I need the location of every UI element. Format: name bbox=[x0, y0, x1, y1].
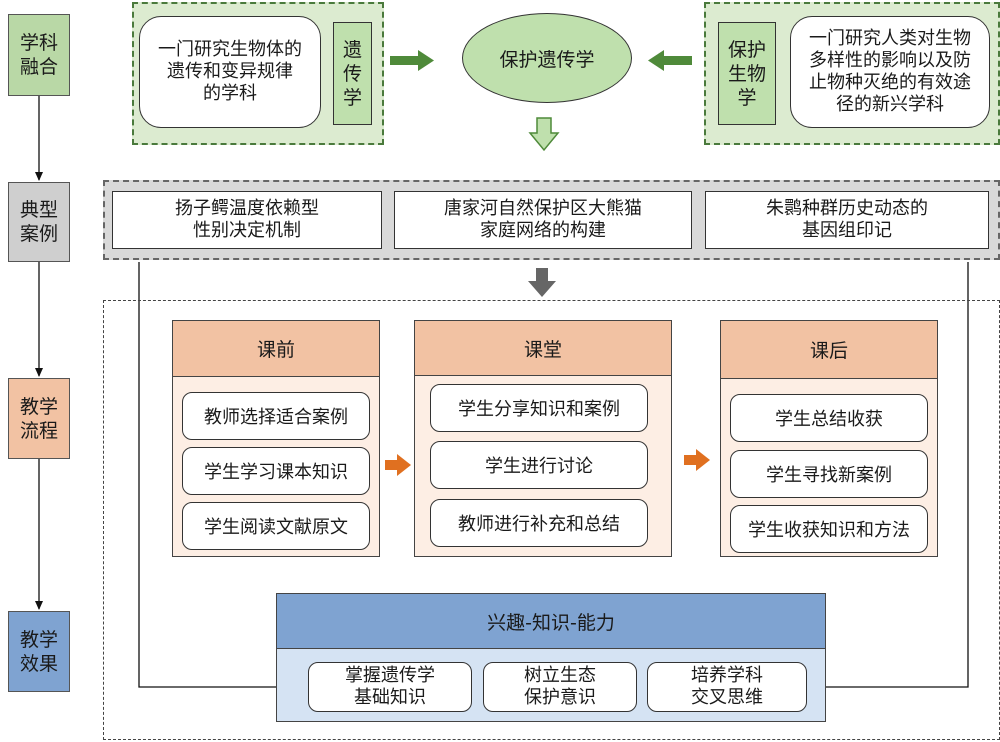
panel-after-class: 课后 学生总结收获 学生寻找新案例 学生收获知识和方法 bbox=[720, 320, 938, 557]
panel-in-class: 课堂 学生分享知识和案例 学生进行讨论 教师进行补充和总结 bbox=[414, 320, 672, 557]
outcome-knowledge: 掌握遗传学 基础知识 bbox=[308, 662, 472, 712]
case-to-outcome-left-line bbox=[138, 262, 304, 691]
conservation-biology-description-text: 一门研究人类对生物 多样性的影响以及防 止物种灭绝的有效途 径的新兴学科 bbox=[809, 28, 971, 115]
outcome-awareness-text: 树立生态 保护意识 bbox=[524, 665, 596, 708]
outcome-thinking: 培养学科 交叉思维 bbox=[647, 662, 807, 712]
step-before-2: 学生学习课本知识 bbox=[182, 447, 370, 495]
case-ibis-text: 朱鹮种群历史动态的 基因组印记 bbox=[766, 198, 928, 241]
panel-before-class: 课前 教师选择适合案例 学生学习课本知识 学生阅读文献原文 bbox=[172, 320, 380, 557]
outcome-knowledge-text: 掌握遗传学 基础知识 bbox=[345, 665, 435, 708]
step-during-3-text: 教师进行补充和总结 bbox=[458, 514, 620, 535]
case-panda: 唐家河自然保护区大熊猫 家庭网络的构建 bbox=[394, 191, 692, 249]
case-alligator-text: 扬子鳄温度依赖型 性别决定机制 bbox=[175, 198, 319, 241]
stage-cases: 典型 案例 bbox=[8, 182, 70, 262]
effect-title: 兴趣-知识-能力 bbox=[277, 594, 825, 649]
case-ibis: 朱鹮种群历史动态的 基因组印记 bbox=[705, 191, 989, 249]
genetics-tag-text: 遗 传 学 bbox=[342, 38, 362, 109]
effect-title-text: 兴趣-知识-能力 bbox=[487, 611, 615, 634]
step-during-2-text: 学生进行讨论 bbox=[485, 456, 593, 477]
step-after-1: 学生总结收获 bbox=[730, 394, 928, 442]
stage-fusion-label: 学科 融合 bbox=[19, 32, 58, 78]
orange-arrow-1 bbox=[385, 454, 411, 476]
gray-arrow-down bbox=[528, 268, 556, 297]
step-during-2: 学生进行讨论 bbox=[430, 441, 648, 489]
stage-process: 教学 流程 bbox=[8, 378, 70, 459]
outcome-thinking-text: 培养学科 交叉思维 bbox=[691, 665, 763, 708]
step-during-1: 学生分享知识和案例 bbox=[430, 384, 648, 432]
panel-in-class-title: 课堂 bbox=[415, 321, 671, 376]
conservation-biology-tag-text: 保护 生物 学 bbox=[727, 38, 766, 109]
conservation-biology-description: 一门研究人类对生物 多样性的影响以及防 止物种灭绝的有效途 径的新兴学科 bbox=[790, 16, 990, 128]
step-before-3-text: 学生阅读文献原文 bbox=[204, 517, 348, 538]
step-before-1: 教师选择适合案例 bbox=[182, 392, 370, 440]
green-arrow-down bbox=[528, 117, 560, 152]
genetics-description: 一门研究生物体的 遗传和变异规律 的学科 bbox=[139, 16, 321, 128]
orange-arrow-2 bbox=[684, 449, 710, 471]
step-after-1-text: 学生总结收获 bbox=[775, 409, 883, 430]
panel-before-class-title-text: 课前 bbox=[256, 339, 295, 361]
step-before-3: 学生阅读文献原文 bbox=[182, 502, 370, 550]
conservation-genetics-oval: 保护遗传学 bbox=[462, 13, 632, 103]
stage-effect-label: 教学 效果 bbox=[19, 628, 58, 675]
genetics-tag: 遗 传 学 bbox=[333, 22, 372, 125]
panel-in-class-title-text: 课堂 bbox=[523, 338, 562, 361]
step-after-2: 学生寻找新案例 bbox=[730, 450, 928, 498]
panel-after-class-title: 课后 bbox=[721, 321, 937, 379]
stage-cases-label: 典型 案例 bbox=[19, 199, 58, 245]
panel-after-class-title-text: 课后 bbox=[809, 340, 848, 362]
panel-before-class-title: 课前 bbox=[173, 321, 379, 377]
green-arrow-left bbox=[648, 50, 692, 71]
genetics-description-text: 一门研究生物体的 遗传和变异规律 的学科 bbox=[158, 39, 302, 104]
step-during-3: 教师进行补充和总结 bbox=[430, 499, 648, 547]
effect-panel: 兴趣-知识-能力 掌握遗传学 基础知识 树立生态 保护意识 培养学科 交叉思维 bbox=[276, 593, 826, 722]
outcome-awareness: 树立生态 保护意识 bbox=[483, 662, 637, 712]
case-alligator: 扬子鳄温度依赖型 性别决定机制 bbox=[112, 191, 382, 249]
step-after-2-text: 学生寻找新案例 bbox=[766, 465, 892, 486]
conservation-genetics-label: 保护遗传学 bbox=[499, 48, 595, 71]
step-during-1-text: 学生分享知识和案例 bbox=[458, 399, 620, 420]
step-before-2-text: 学生学习课本知识 bbox=[204, 462, 348, 483]
case-panda-text: 唐家河自然保护区大熊猫 家庭网络的构建 bbox=[444, 198, 642, 241]
step-after-3: 学生收获知识和方法 bbox=[730, 505, 928, 553]
stage-process-label: 教学 流程 bbox=[19, 395, 58, 442]
step-after-3-text: 学生收获知识和方法 bbox=[748, 520, 910, 541]
stage-fusion: 学科 融合 bbox=[8, 14, 70, 96]
case-to-outcome-right-line bbox=[807, 262, 969, 691]
conservation-biology-tag: 保护 生物 学 bbox=[718, 22, 776, 125]
stage-effect: 教学 效果 bbox=[8, 611, 70, 692]
green-arrow-right bbox=[390, 50, 434, 71]
step-before-1-text: 教师选择适合案例 bbox=[204, 407, 348, 428]
